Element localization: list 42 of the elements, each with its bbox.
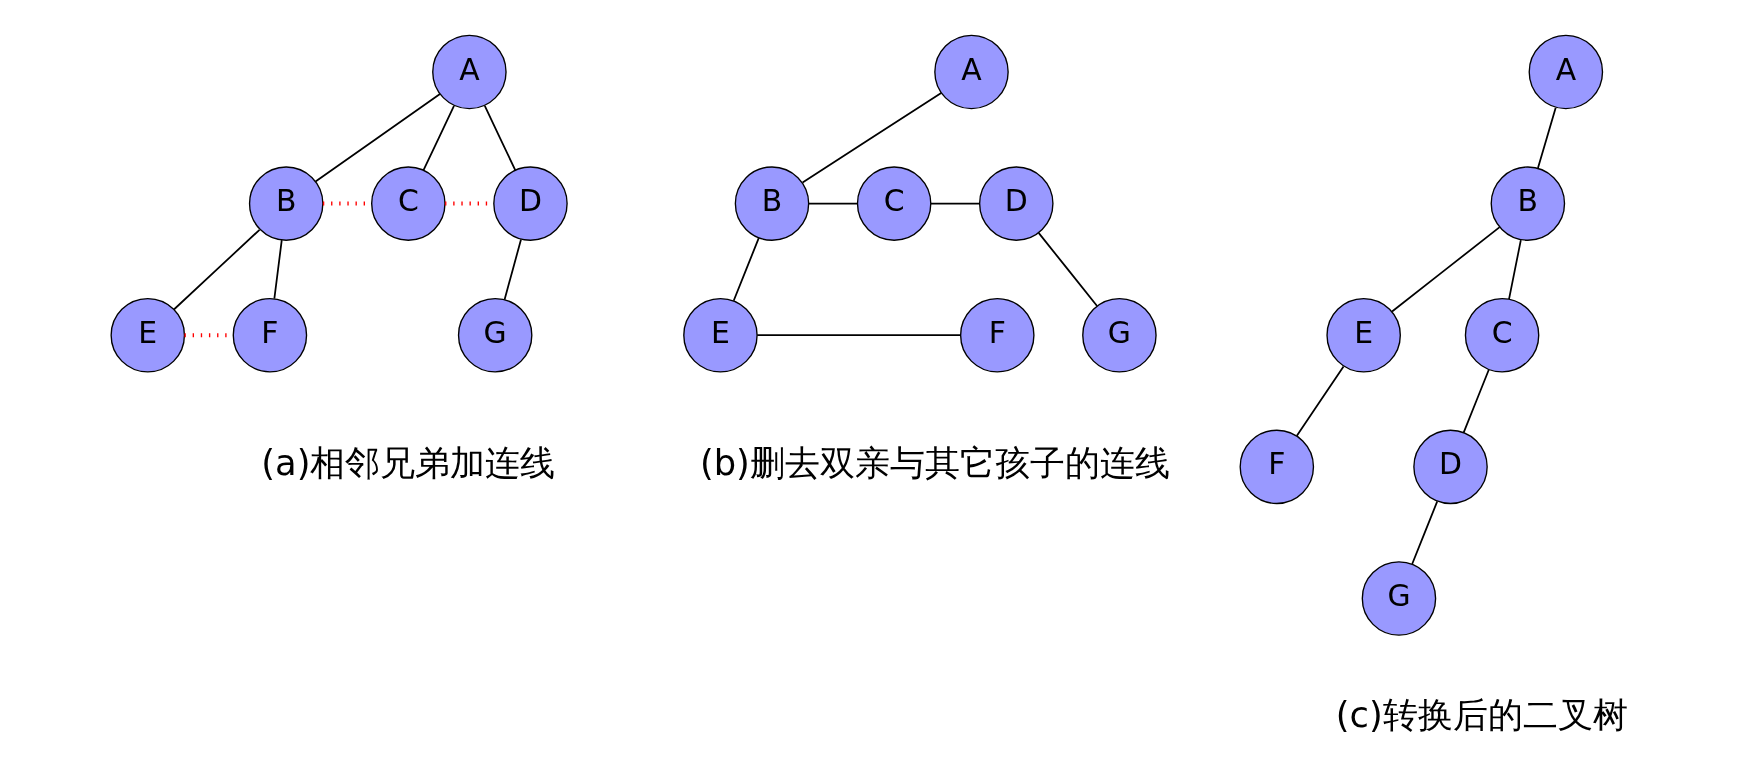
node-circle: F	[1239, 429, 1315, 505]
connector	[314, 93, 441, 183]
node-circle: E	[683, 297, 758, 373]
connector	[1508, 239, 1522, 300]
connector	[930, 202, 981, 205]
node-circle: D	[493, 166, 568, 241]
connector	[801, 92, 943, 184]
node-circle: C	[856, 166, 932, 241]
connector	[1295, 365, 1345, 437]
node-circle: G	[1361, 561, 1437, 636]
node-circle: G	[1082, 297, 1157, 373]
node-circle: G	[457, 297, 533, 373]
node-circle: B	[1490, 166, 1566, 241]
node-circle: C	[371, 166, 446, 241]
node-circle: C	[1464, 297, 1540, 373]
connector	[1411, 500, 1439, 565]
connector	[756, 334, 962, 337]
node-circle: B	[734, 166, 810, 241]
label: (a)相邻兄弟加连线	[261, 442, 556, 484]
connector	[1537, 107, 1557, 169]
connector	[422, 104, 455, 172]
connector	[1037, 232, 1098, 307]
node-circle: E	[1326, 297, 1401, 373]
node-circle: B	[248, 166, 324, 241]
node-circle: D	[978, 166, 1054, 241]
connector	[807, 202, 859, 205]
connector	[1391, 226, 1501, 313]
connector	[173, 228, 261, 311]
connector	[483, 104, 517, 172]
connector	[1462, 368, 1490, 434]
label: (c)转换后的二叉树	[1335, 694, 1628, 736]
node-circle: A	[934, 34, 1009, 110]
node-circle: E	[110, 297, 186, 373]
node-circle: F	[959, 297, 1035, 373]
node-circle: F	[232, 297, 308, 373]
connector	[273, 239, 283, 300]
node-circle: D	[1413, 429, 1488, 505]
connector	[732, 237, 760, 302]
node-circle: A	[432, 34, 507, 110]
node-circle: A	[1528, 34, 1604, 110]
connector	[503, 238, 522, 301]
label: (b)删去双亲与其它孩子的连线	[699, 442, 1170, 484]
